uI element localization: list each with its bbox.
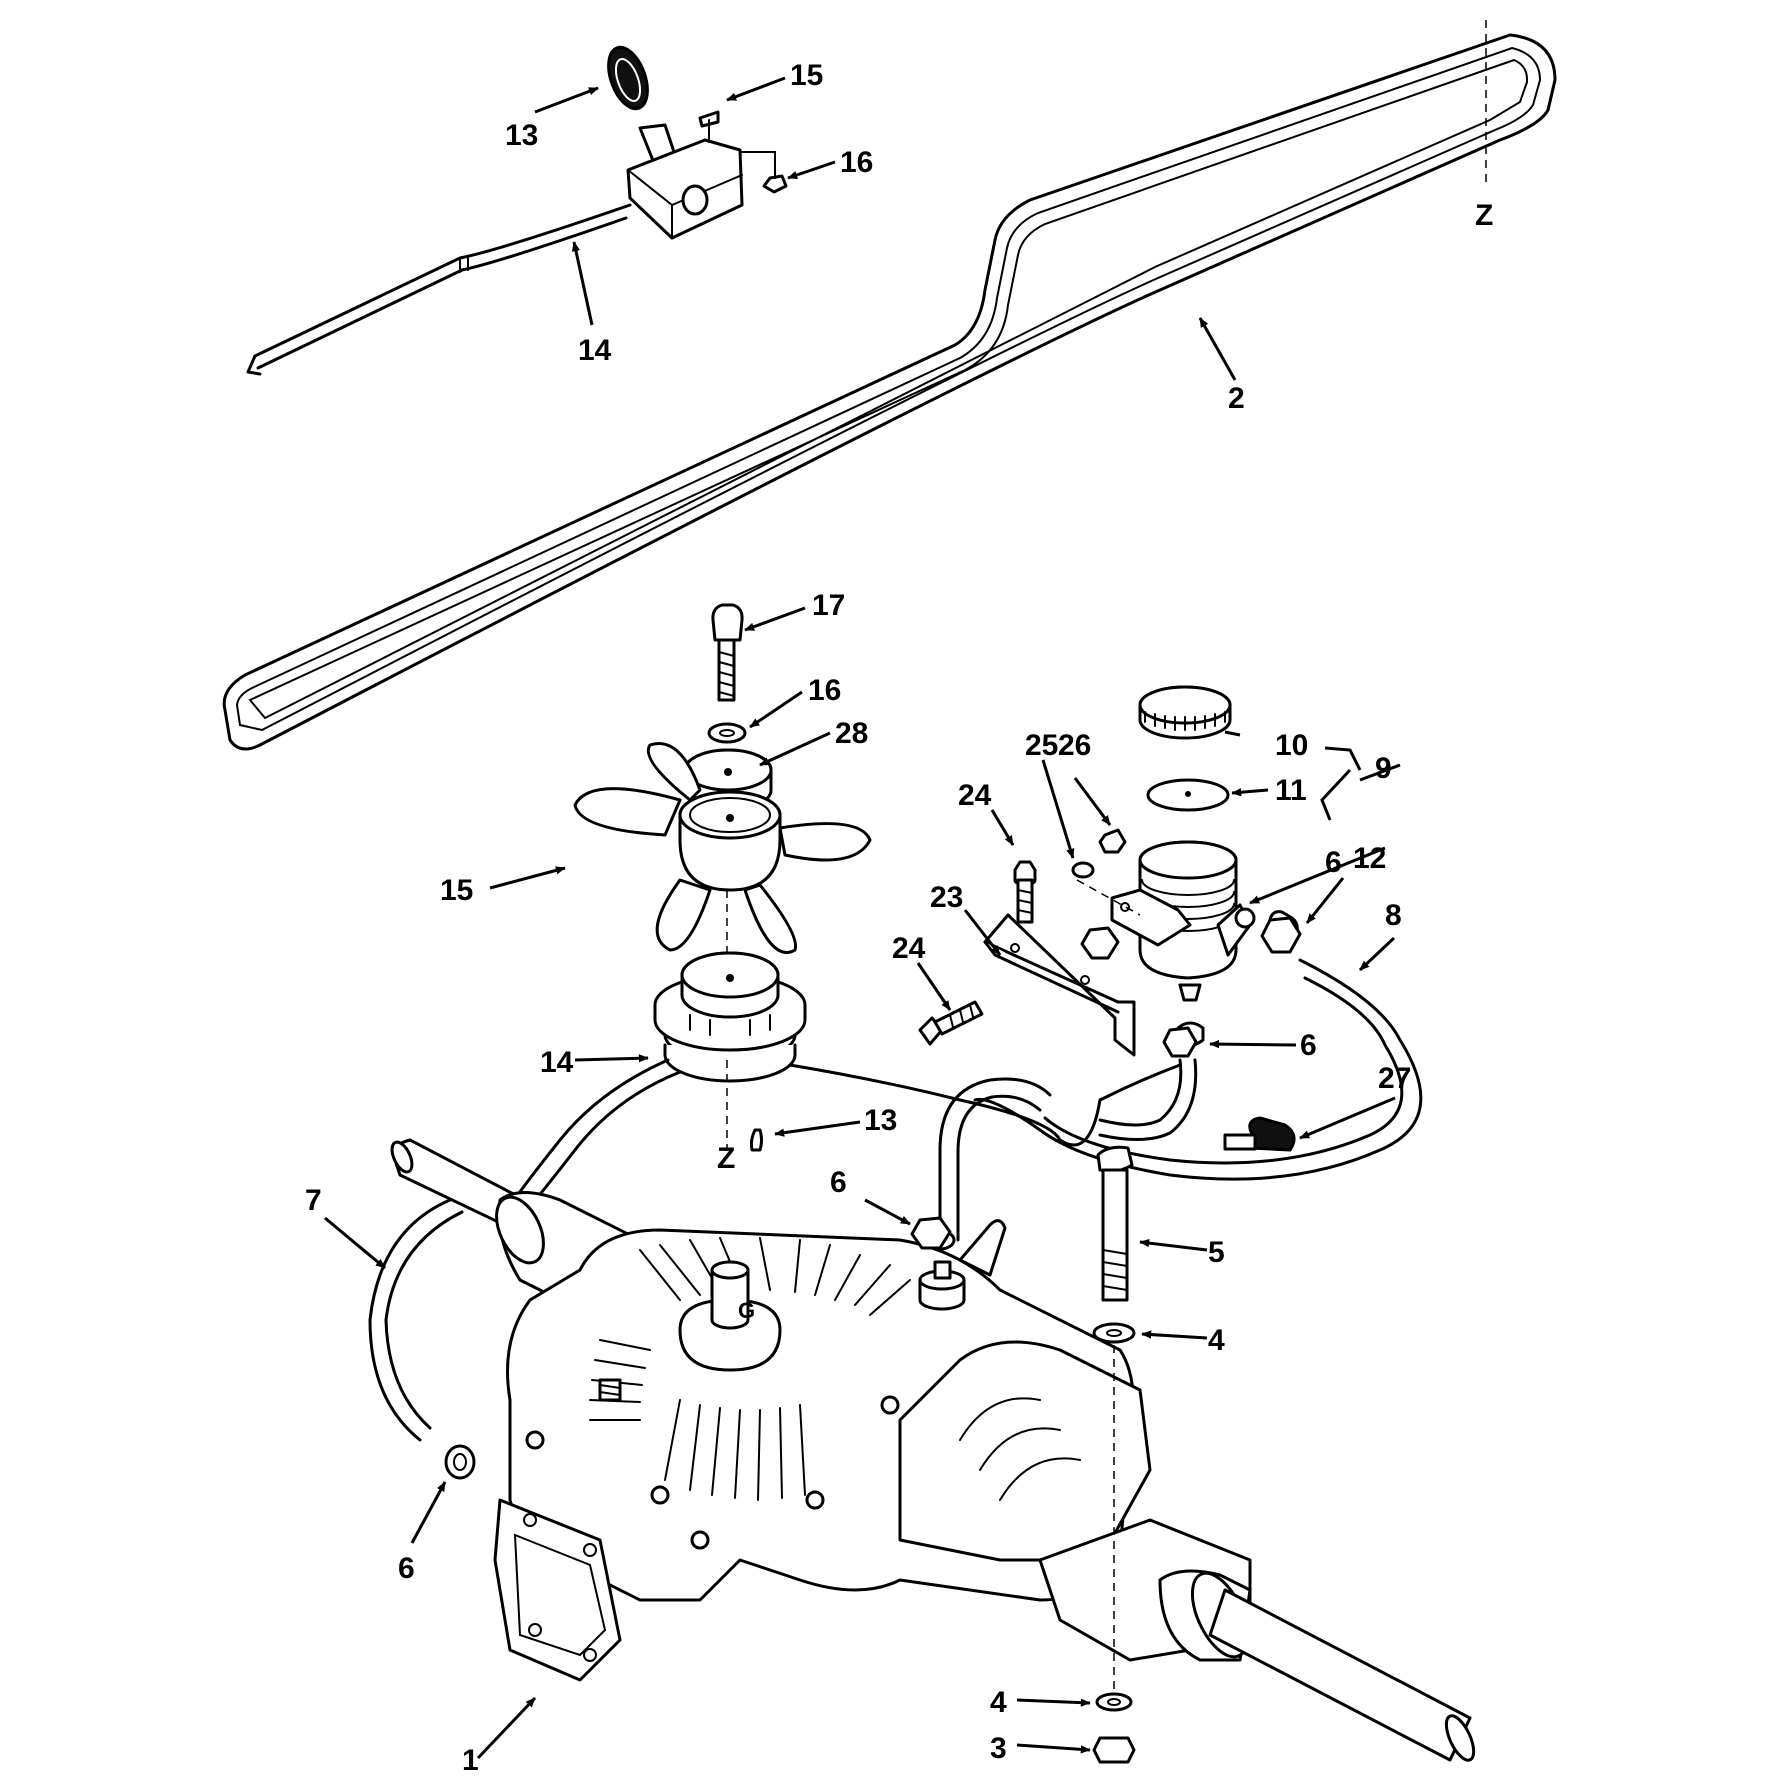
outlet-fitting	[1178, 983, 1202, 1002]
callout-23: 23	[930, 881, 963, 914]
bypass-lever	[958, 1219, 1007, 1277]
callout-18: 13	[505, 119, 538, 152]
hose-clamp-6c	[1162, 1026, 1198, 1058]
lock-nut	[762, 174, 788, 194]
drive-belt	[222, 33, 1557, 751]
washer-4-top	[1092, 1322, 1136, 1344]
stud	[598, 1378, 622, 1402]
callout-16: 16	[808, 674, 841, 707]
callout-11: 11	[1275, 774, 1307, 807]
callout-4-top: 4	[1208, 1324, 1225, 1357]
callout-27: 27	[1378, 1062, 1411, 1095]
oil-reservoir-assembly	[918, 685, 1299, 1057]
gear-housing	[898, 1340, 1152, 1562]
washer-25	[1071, 861, 1095, 879]
knob-cap	[607, 45, 649, 111]
mounting-bracket	[983, 913, 1136, 1057]
callout-6-fitting: 6	[1300, 1029, 1317, 1062]
long-bolt-head	[1096, 1145, 1134, 1174]
hex-bolt-head	[711, 603, 744, 642]
control-bracket-assembly	[246, 45, 788, 376]
callout-15: 15	[440, 874, 473, 907]
hose-clip	[1248, 1116, 1296, 1152]
hose-clamp-left	[444, 1444, 476, 1480]
shaft-key	[749, 1128, 763, 1152]
callout-25: 25	[1025, 729, 1058, 762]
loose-hardware	[910, 916, 1302, 1764]
washer-4-bottom	[1095, 1692, 1133, 1712]
callout-24-bottom: 24	[892, 932, 926, 965]
axis-label-z-bottom: Z	[717, 1142, 735, 1175]
callout-20: 15	[790, 59, 823, 92]
callout-5: 5	[1208, 1236, 1225, 1269]
transaxle: G	[390, 1138, 1476, 1762]
callout-24-top: 24	[958, 779, 992, 812]
axis-label-z-top: Z	[1475, 199, 1493, 232]
callout-21: 16	[840, 146, 873, 179]
bolt-17	[717, 638, 736, 702]
callout-7: 7	[305, 1184, 322, 1217]
svg-text:G: G	[738, 1298, 755, 1323]
callout-8: 8	[1385, 899, 1402, 932]
callout-1: 1	[462, 1744, 479, 1777]
callout-3: 3	[990, 1732, 1007, 1765]
cooling-fan	[573, 742, 872, 954]
callout-28: 28	[835, 717, 868, 750]
input-hub	[678, 1298, 782, 1372]
lock-washer	[707, 722, 747, 744]
callout-17: 17	[812, 589, 845, 622]
reservoir-mount	[1110, 888, 1192, 947]
callout-2: 2	[1228, 382, 1245, 415]
control-cable	[253, 203, 632, 358]
callout-10: 10	[1275, 729, 1308, 762]
nut-26	[1098, 828, 1127, 854]
drive-pulley	[653, 951, 807, 1083]
control-bracket	[626, 138, 744, 240]
hose-clamp-6b	[1260, 916, 1302, 954]
callout-26: 26	[1058, 729, 1091, 762]
callout-14: 14	[540, 1046, 574, 1079]
callout-13: 13	[864, 1104, 897, 1137]
long-bolt-5	[1101, 1168, 1129, 1302]
callout-12: 12	[1353, 842, 1386, 875]
callout-19: 14	[578, 334, 612, 367]
callout-6-reservoir: 6	[1325, 846, 1342, 879]
callout-6-left: 6	[398, 1552, 415, 1585]
hose-clamp-6d	[910, 1216, 952, 1250]
callout-labels: 13 15 16 14 Z 2 17 16 28 15 14 13 Z 10 1…	[305, 59, 1493, 1777]
fan-pulley-stack	[573, 603, 872, 1152]
leader-lines	[324, 76, 1401, 1760]
callout-9: 9	[1375, 752, 1392, 785]
nut-3	[1092, 1736, 1136, 1764]
callout-4-bottom: 4	[990, 1686, 1007, 1719]
input-shaft	[710, 1268, 750, 1330]
callout-6-center: 6	[830, 1166, 847, 1199]
right-axle	[1208, 1588, 1472, 1762]
hose-clamp-6a	[1080, 926, 1120, 960]
